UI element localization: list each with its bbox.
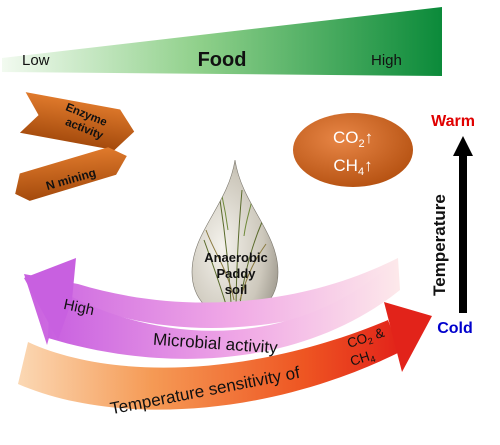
- paddy-soil-drop: Anaerobic Paddy soil: [191, 159, 279, 319]
- enzyme-arrows: Enzyme activity N mining: [15, 92, 135, 201]
- oval-ch4: CH4↑: [333, 156, 372, 178]
- food-title: Food: [198, 49, 247, 71]
- sensitivity-ch4: CH4: [348, 347, 377, 371]
- oval-shape: [293, 113, 413, 187]
- temperature-arrow-head: [453, 136, 473, 156]
- food-gradient-wedge: [2, 7, 442, 76]
- cold-label: Cold: [437, 320, 473, 337]
- n-mining-arrow-shape: [15, 147, 127, 201]
- food-bar: Low Food High: [2, 7, 442, 76]
- drop-label-line1: Anaerobic: [204, 250, 268, 265]
- sensitivity-co2: CO2 &: [345, 325, 386, 353]
- microbial-arrow-head: [24, 258, 76, 340]
- drop-label-line2: Paddy: [216, 266, 256, 281]
- microbial-arrow-shape: [24, 258, 398, 345]
- sensitivity-arrow-body: [18, 320, 400, 410]
- microbial-high-label: High: [62, 296, 96, 319]
- drop-label-line3: soil: [225, 282, 247, 297]
- warm-label: Warm: [431, 113, 475, 130]
- food-high-label: High: [371, 52, 402, 69]
- microbial-arrow-body: [48, 258, 400, 359]
- temperature-axis: Warm Temperature Cold: [430, 113, 475, 337]
- microbial-activity-arrow: High Microbial activity: [24, 258, 400, 359]
- sensitivity-arrow-head: [384, 302, 432, 372]
- food-low-label: Low: [22, 52, 50, 69]
- oval-co2: CO2↑: [333, 128, 373, 150]
- temperature-label: Temperature: [430, 194, 449, 296]
- enzyme-arrow-shape: [19, 92, 135, 151]
- emissions-oval: CO2↑ CH4↑: [293, 113, 413, 187]
- temperature-arrow-shaft: [459, 155, 467, 313]
